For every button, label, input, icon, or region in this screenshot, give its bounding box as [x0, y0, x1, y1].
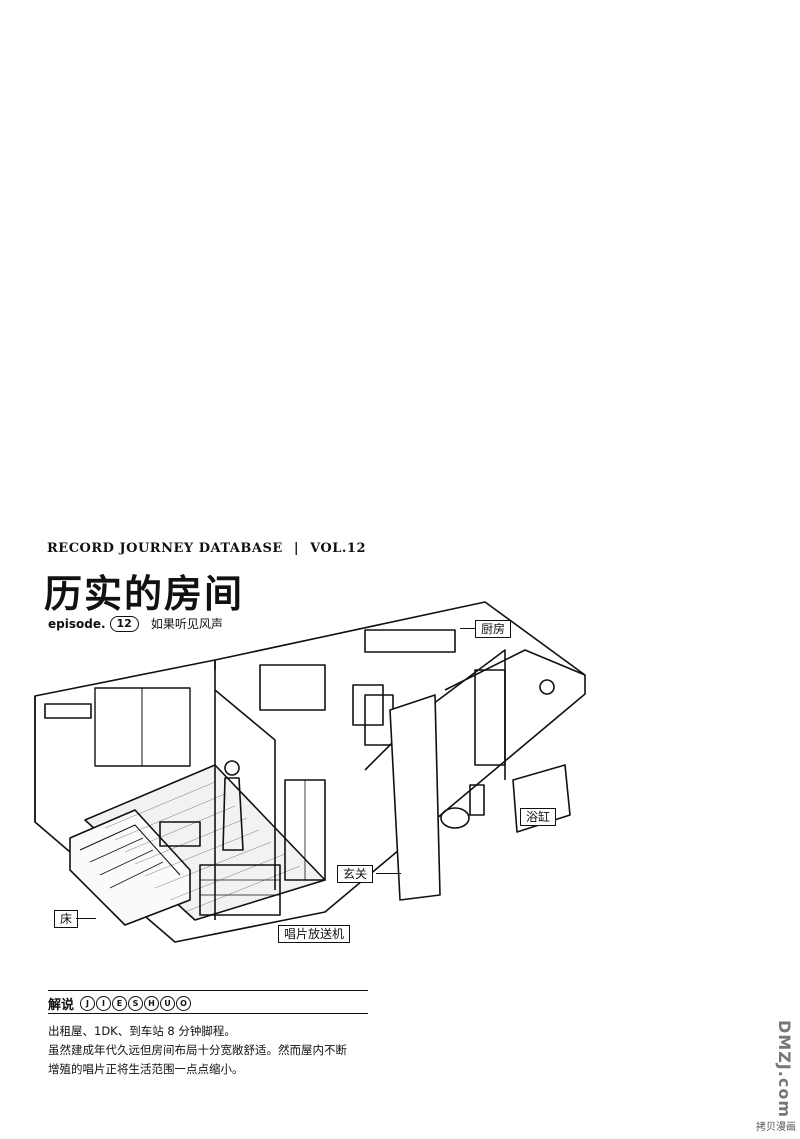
- notes-bottom-rule: [48, 1013, 368, 1014]
- notes-line: 出租屋、1DK、到车站 8 分钟脚程。: [48, 1024, 236, 1038]
- bed-label: 床: [54, 910, 79, 928]
- entrance-label: 玄关: [337, 865, 374, 883]
- romanization-letter: J: [80, 996, 96, 1011]
- romanization-letter: H: [144, 996, 160, 1011]
- notes-line: 增殖的唱片正将生活范围一点点缩小。: [48, 1062, 244, 1076]
- romanization-letter: S: [128, 996, 144, 1011]
- romanization-letter: U: [160, 996, 176, 1011]
- notes-romanization: J I E S H U O: [80, 996, 192, 1011]
- notes-body: 出租屋、1DK、到车站 8 分钟脚程。 虽然建成年代久远但房间布局十分宽敞舒适。…: [48, 1022, 347, 1079]
- record-player-label: 唱片放送机: [278, 925, 351, 943]
- bathtub-label: 浴缸: [520, 808, 557, 826]
- kitchen-label: 厨房: [475, 620, 512, 638]
- notes-title: 解说: [48, 998, 75, 1013]
- episode-number: 12: [109, 615, 139, 632]
- bed-leader: [76, 918, 96, 919]
- notes-heading: 解说 J I E S H U O: [48, 994, 192, 1013]
- entrance-leader: [376, 873, 401, 874]
- romanization-letter: I: [96, 996, 112, 1011]
- notes-top-rule: [48, 990, 368, 991]
- watermark-brand: DMZJ.com: [775, 1020, 794, 1118]
- volume-label: VOL.12: [310, 541, 367, 556]
- romanization-letter: O: [176, 996, 192, 1011]
- romanization-letter: E: [112, 996, 128, 1011]
- room-illustration: [34, 601, 586, 943]
- page-title: 历实的房间: [44, 572, 245, 616]
- series-header: RECORD JOURNEY DATABASE | VOL.12: [47, 541, 366, 556]
- notes-line: 虽然建成年代久远但房间布局十分宽敞舒适。然而屋内不断: [48, 1043, 347, 1057]
- watermark-sub: 拷贝漫画: [756, 1122, 796, 1133]
- episode-row: episode. 12 如果听见风声: [48, 615, 223, 632]
- series-name: RECORD JOURNEY DATABASE: [47, 541, 283, 556]
- header-separator: |: [293, 541, 300, 556]
- episode-subtitle: 如果听见风声: [150, 617, 223, 631]
- kitchen-leader: [460, 628, 475, 629]
- episode-prefix: episode.: [48, 616, 106, 631]
